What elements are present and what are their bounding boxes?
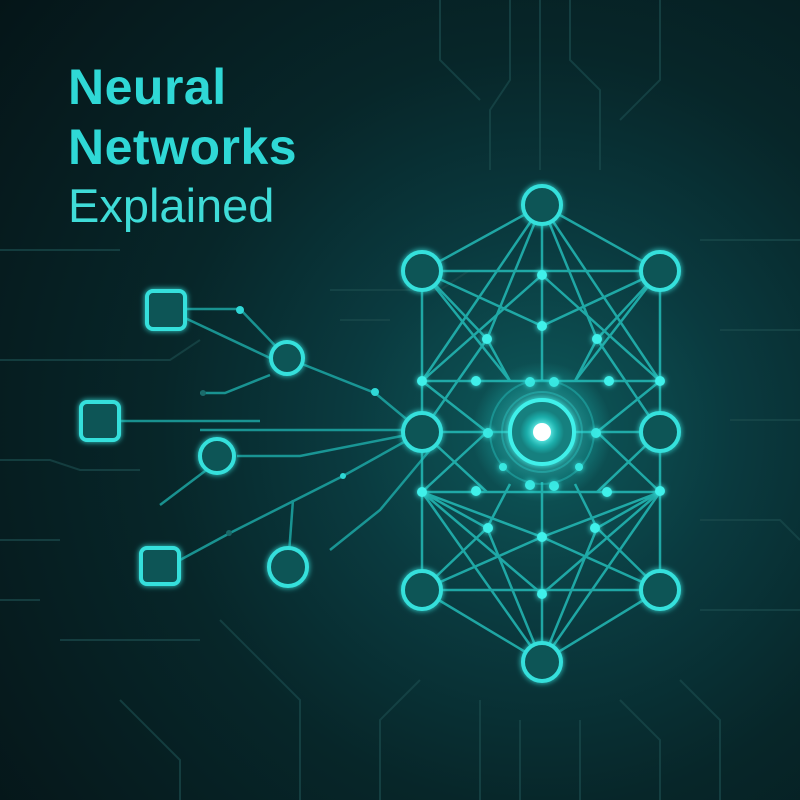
title-line-2: Networks — [68, 119, 298, 175]
input-square-3 — [139, 546, 181, 586]
input-circle-2 — [198, 437, 236, 475]
node-bottom — [521, 641, 563, 683]
node-mid-left — [401, 411, 443, 453]
input-nodes — [79, 289, 309, 588]
node-mid-right — [639, 411, 681, 453]
node-top — [521, 184, 563, 226]
input-square-2 — [79, 400, 121, 442]
input-square-1 — [145, 289, 187, 331]
input-circle-1 — [269, 340, 305, 376]
glowing-core-icon — [472, 362, 612, 502]
input-circle-3 — [267, 546, 309, 588]
node-lower-left — [401, 569, 443, 611]
page-title: Neural Networks Explained — [68, 62, 297, 229]
title-line-1: Neural — [68, 59, 227, 115]
input-junction-dots — [200, 306, 379, 536]
network-nodes — [401, 184, 681, 683]
node-upper-right — [639, 250, 681, 292]
node-upper-left — [401, 250, 443, 292]
title-line-3: Explained — [68, 179, 275, 232]
node-lower-right — [639, 569, 681, 611]
